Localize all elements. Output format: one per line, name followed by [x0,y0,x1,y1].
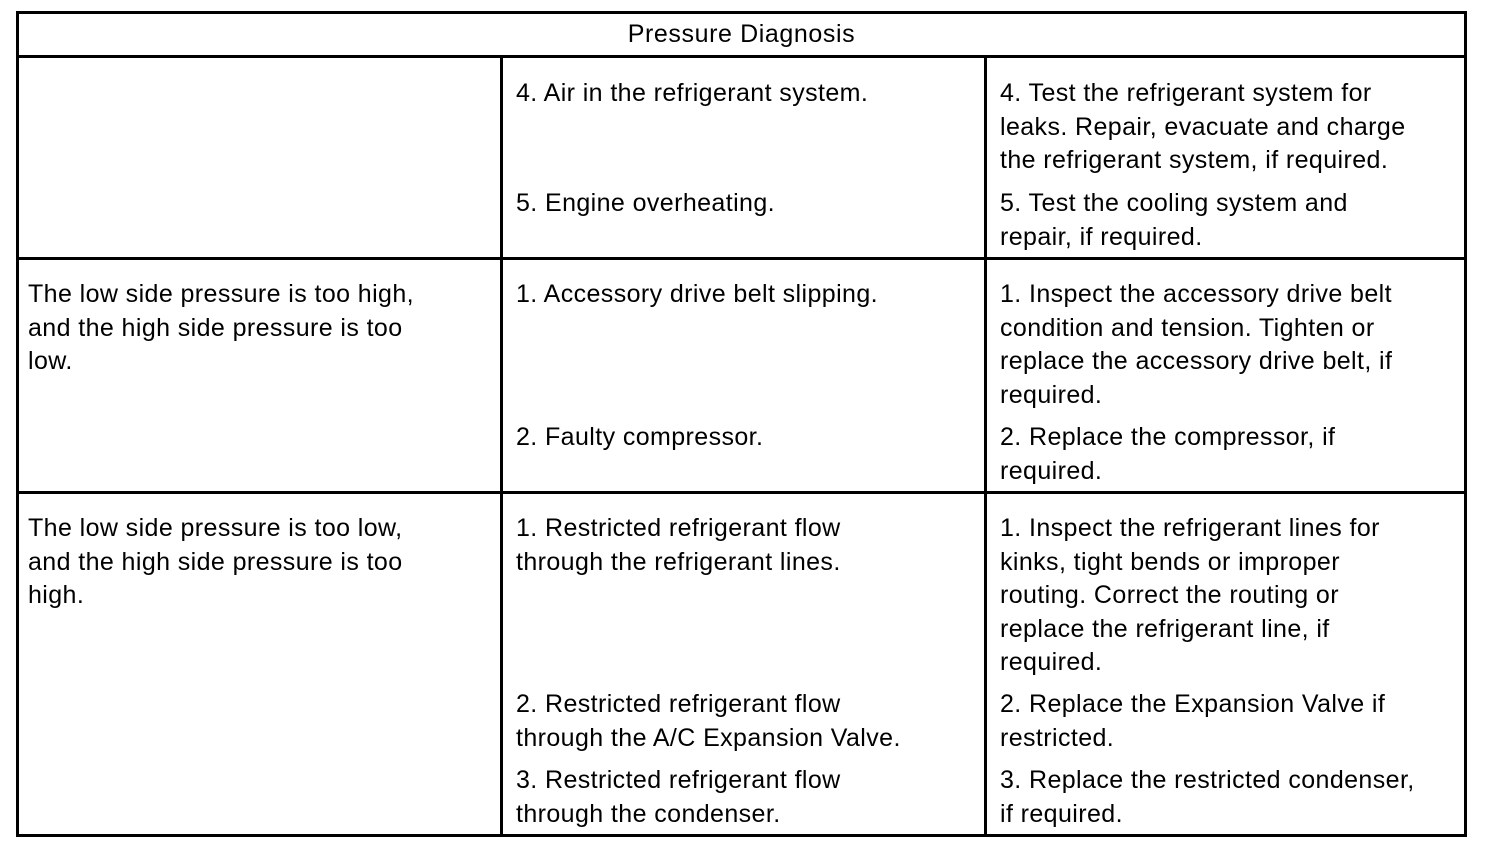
row3-action-2: 2. Replace the Expansion Valve if restri… [1000,690,1386,752]
row2-cause-2: 2. Faulty compressor. [516,423,764,451]
row3-cause-2: 2. Restricted refrigerant flow through t… [516,690,901,752]
row1-action-4: 4. Test the refrigerant system for leaks… [1000,79,1406,174]
row1-action-5: 5. Test the cooling system and repair, i… [1000,189,1348,251]
column-divider-2 [984,58,987,834]
table-title: Pressure Diagnosis [19,14,1464,58]
pressure-diagnosis-table: Pressure Diagnosis 4. Air in the refrige… [16,11,1467,837]
row3-action-3: 3. Replace the restricted condenser, if … [1000,766,1415,828]
row2-action-1: 1. Inspect the accessory drive belt cond… [1000,280,1393,409]
row3-condition: The low side pressure is too low, and th… [28,514,403,609]
row-divider-2 [19,491,1464,494]
row2-action-2: 2. Replace the compressor, if required. [1000,423,1336,485]
row2-condition: The low side pressure is too high, and t… [28,280,415,375]
row3-action-1: 1. Inspect the refrigerant lines for kin… [1000,514,1380,676]
row3-cause-1: 1. Restricted refrigerant flow through t… [516,514,841,576]
row2-cause-1: 1. Accessory drive belt slipping. [516,280,878,308]
row1-cause-5: 5. Engine overheating. [516,189,775,217]
column-divider-1 [500,58,503,834]
row1-cause-4: 4. Air in the refrigerant system. [516,79,869,107]
row-divider-1 [19,257,1464,260]
row3-cause-3: 3. Restricted refrigerant flow through t… [516,766,841,828]
